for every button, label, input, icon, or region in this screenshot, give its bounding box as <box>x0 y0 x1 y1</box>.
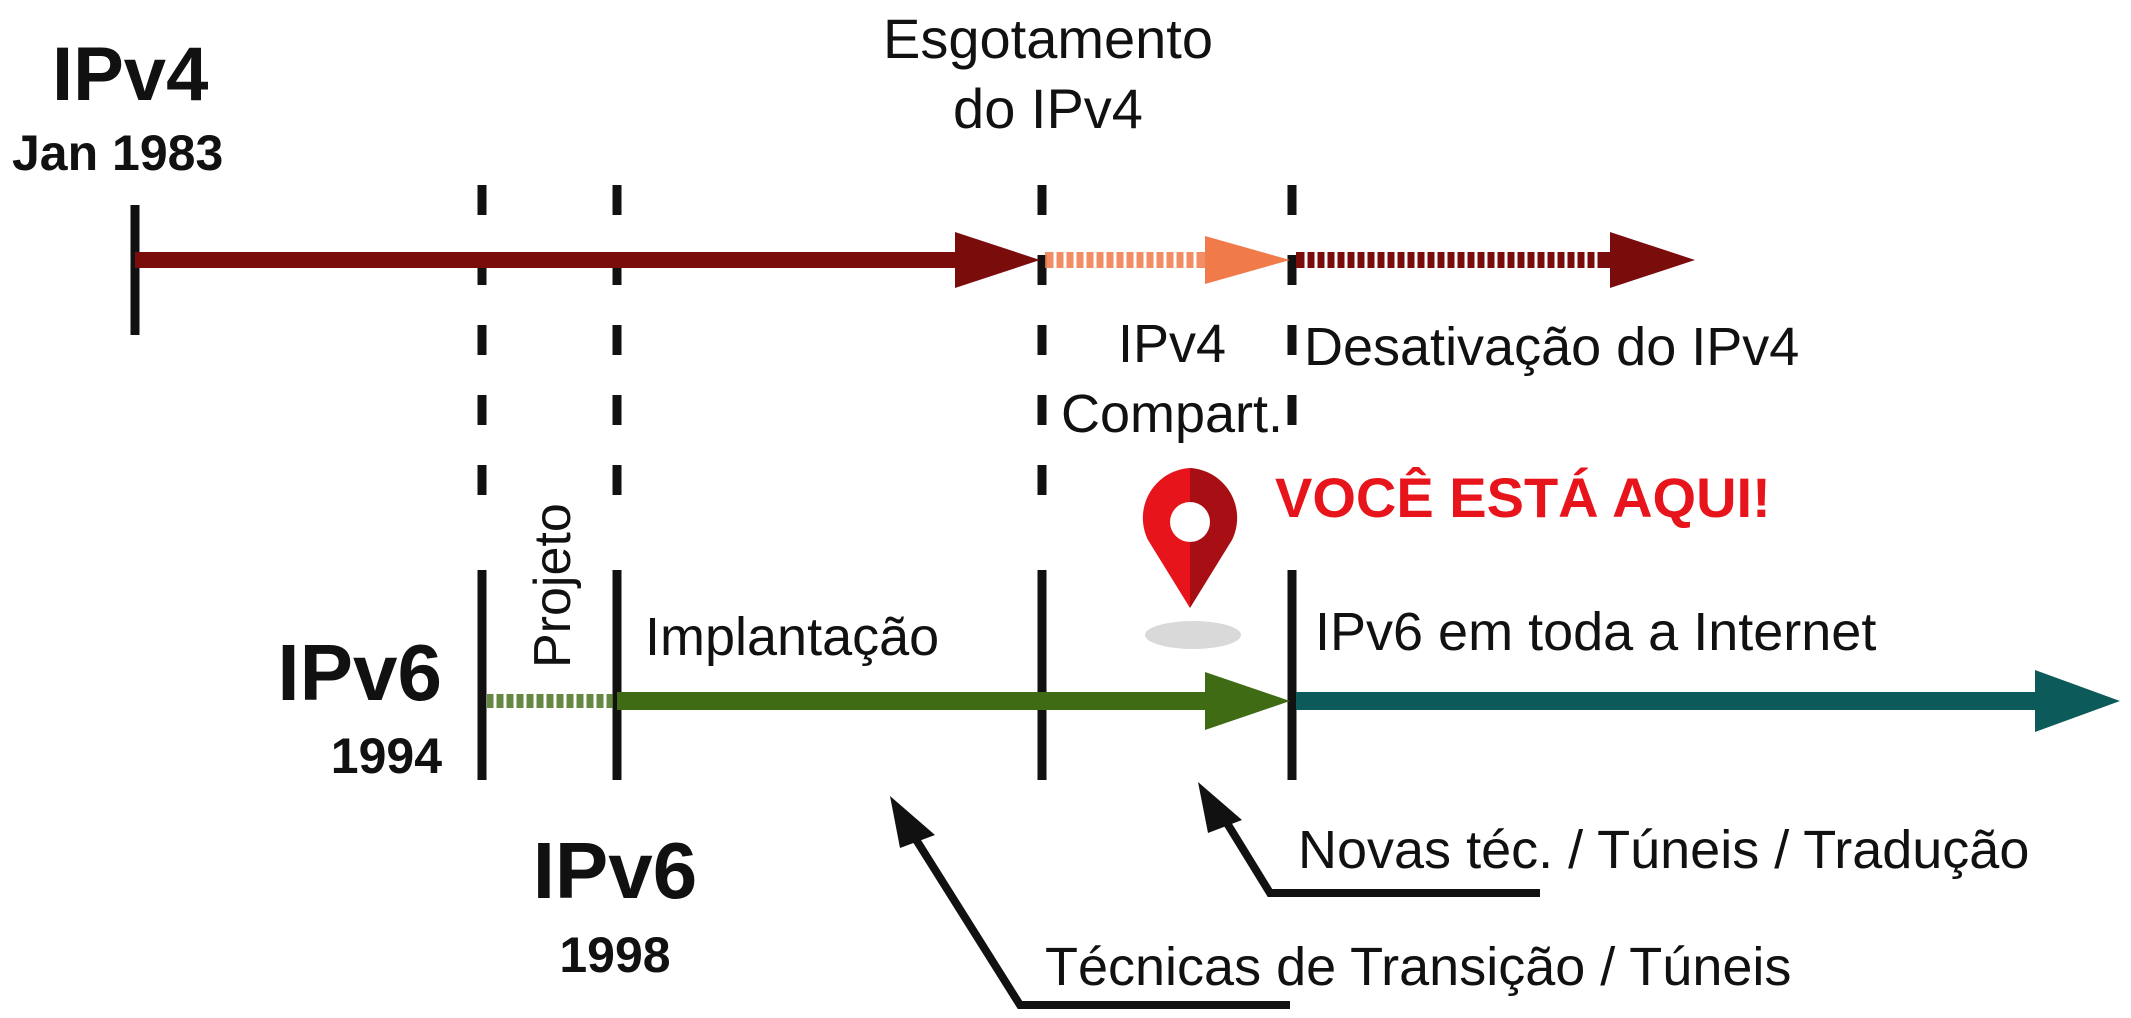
ipv6-1998-title: IPv6 <box>533 826 698 915</box>
ipv4-deactivation-arrowhead <box>1610 232 1695 288</box>
ipv6-1994-title: IPv6 <box>277 628 442 717</box>
new-techniques-label: Novas téc. / Túneis / Tradução <box>1298 820 2029 880</box>
transition-arrow-line <box>906 827 1290 1009</box>
ipv6-1998-year: 1998 <box>559 927 670 983</box>
transition-techniques-label: Técnicas de Transição / Túneis <box>1045 937 1791 997</box>
project-label: Projeto <box>524 503 582 668</box>
ipv4-main-bar <box>135 252 965 268</box>
pointer-arrows <box>906 812 1540 1009</box>
deactivation-label: Desativação do IPv4 <box>1304 317 1799 377</box>
ipv6-deployment-bar <box>617 692 1217 710</box>
new-techniques-arrow-line <box>1218 812 1540 897</box>
ipv6-deployment-arrowhead <box>1205 672 1290 730</box>
ipv4-shared-label-line2: Compart. <box>1061 384 1283 444</box>
exhaustion-label-line2: do IPv4 <box>953 77 1143 140</box>
timeline-separators <box>130 185 1297 780</box>
ipv6-timeline <box>487 670 2120 732</box>
deployment-label: Implantação <box>645 607 939 667</box>
ipv6-everywhere-label: IPv6 em toda a Internet <box>1315 602 1876 662</box>
ipv6-internet-bar <box>1296 692 2046 710</box>
exhaustion-label-line1: Esgotamento <box>883 7 1213 70</box>
ipv6-internet-arrowhead <box>2035 670 2120 732</box>
new-techniques-arrowhead <box>1198 782 1242 833</box>
ipv4-shared-arrowhead <box>1205 236 1290 284</box>
ipv4-timeline <box>135 232 1695 288</box>
ipv4-main-arrowhead <box>955 232 1040 288</box>
ipv4-date: Jan 1983 <box>12 125 223 181</box>
pin-left-half <box>1142 468 1190 608</box>
map-pin-icon <box>1142 468 1241 649</box>
ipv4-title: IPv4 <box>52 32 208 117</box>
you-are-here-label: VOCÊ ESTÁ AQUI! <box>1275 466 1771 529</box>
pin-hole <box>1170 502 1210 542</box>
pin-right-half <box>1190 468 1238 608</box>
ipv6-project-bar <box>487 694 613 708</box>
pin-shadow <box>1145 621 1241 649</box>
ipv6-1994-year: 1994 <box>331 728 442 784</box>
transition-arrowhead <box>890 796 935 848</box>
ipv4-shared-label-line1: IPv4 <box>1118 314 1226 374</box>
